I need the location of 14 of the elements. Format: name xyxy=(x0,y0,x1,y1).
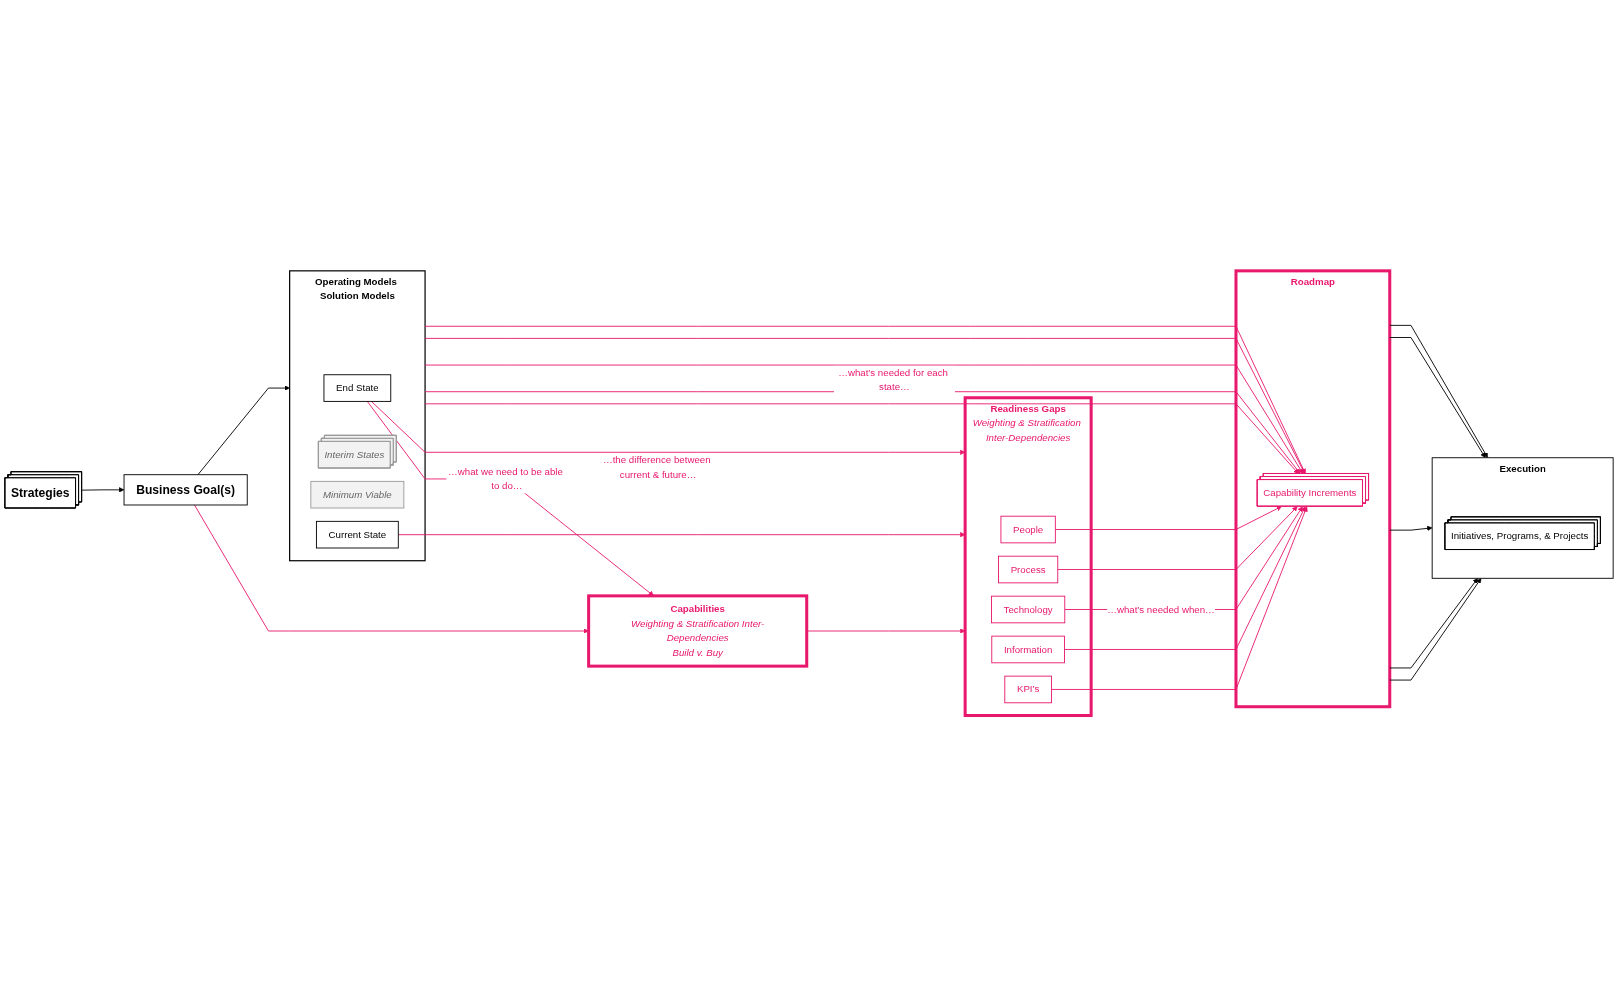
edge-label: …what’s needed when… xyxy=(1107,603,1215,615)
edge-label: …the difference between current & future… xyxy=(602,454,711,480)
node-box: Current State xyxy=(315,520,399,549)
node-box: Business Goal(s) xyxy=(123,474,248,506)
node-box: End State xyxy=(323,374,392,402)
node-box: Minimum Viable xyxy=(310,480,405,509)
node-box: People xyxy=(1000,515,1056,544)
node-box: Technology xyxy=(991,595,1066,624)
node-box: KPI’s xyxy=(1004,675,1052,704)
edge-label: …what’s needed for each state… xyxy=(838,367,948,393)
node-box: Process xyxy=(998,555,1059,584)
node-box: Capabilities Weighting & Stratification Inter-Dependencies Build v. Buy xyxy=(587,594,809,668)
edge-label: …what we need to be able to do… xyxy=(448,466,563,491)
node-box: Information xyxy=(991,635,1065,664)
